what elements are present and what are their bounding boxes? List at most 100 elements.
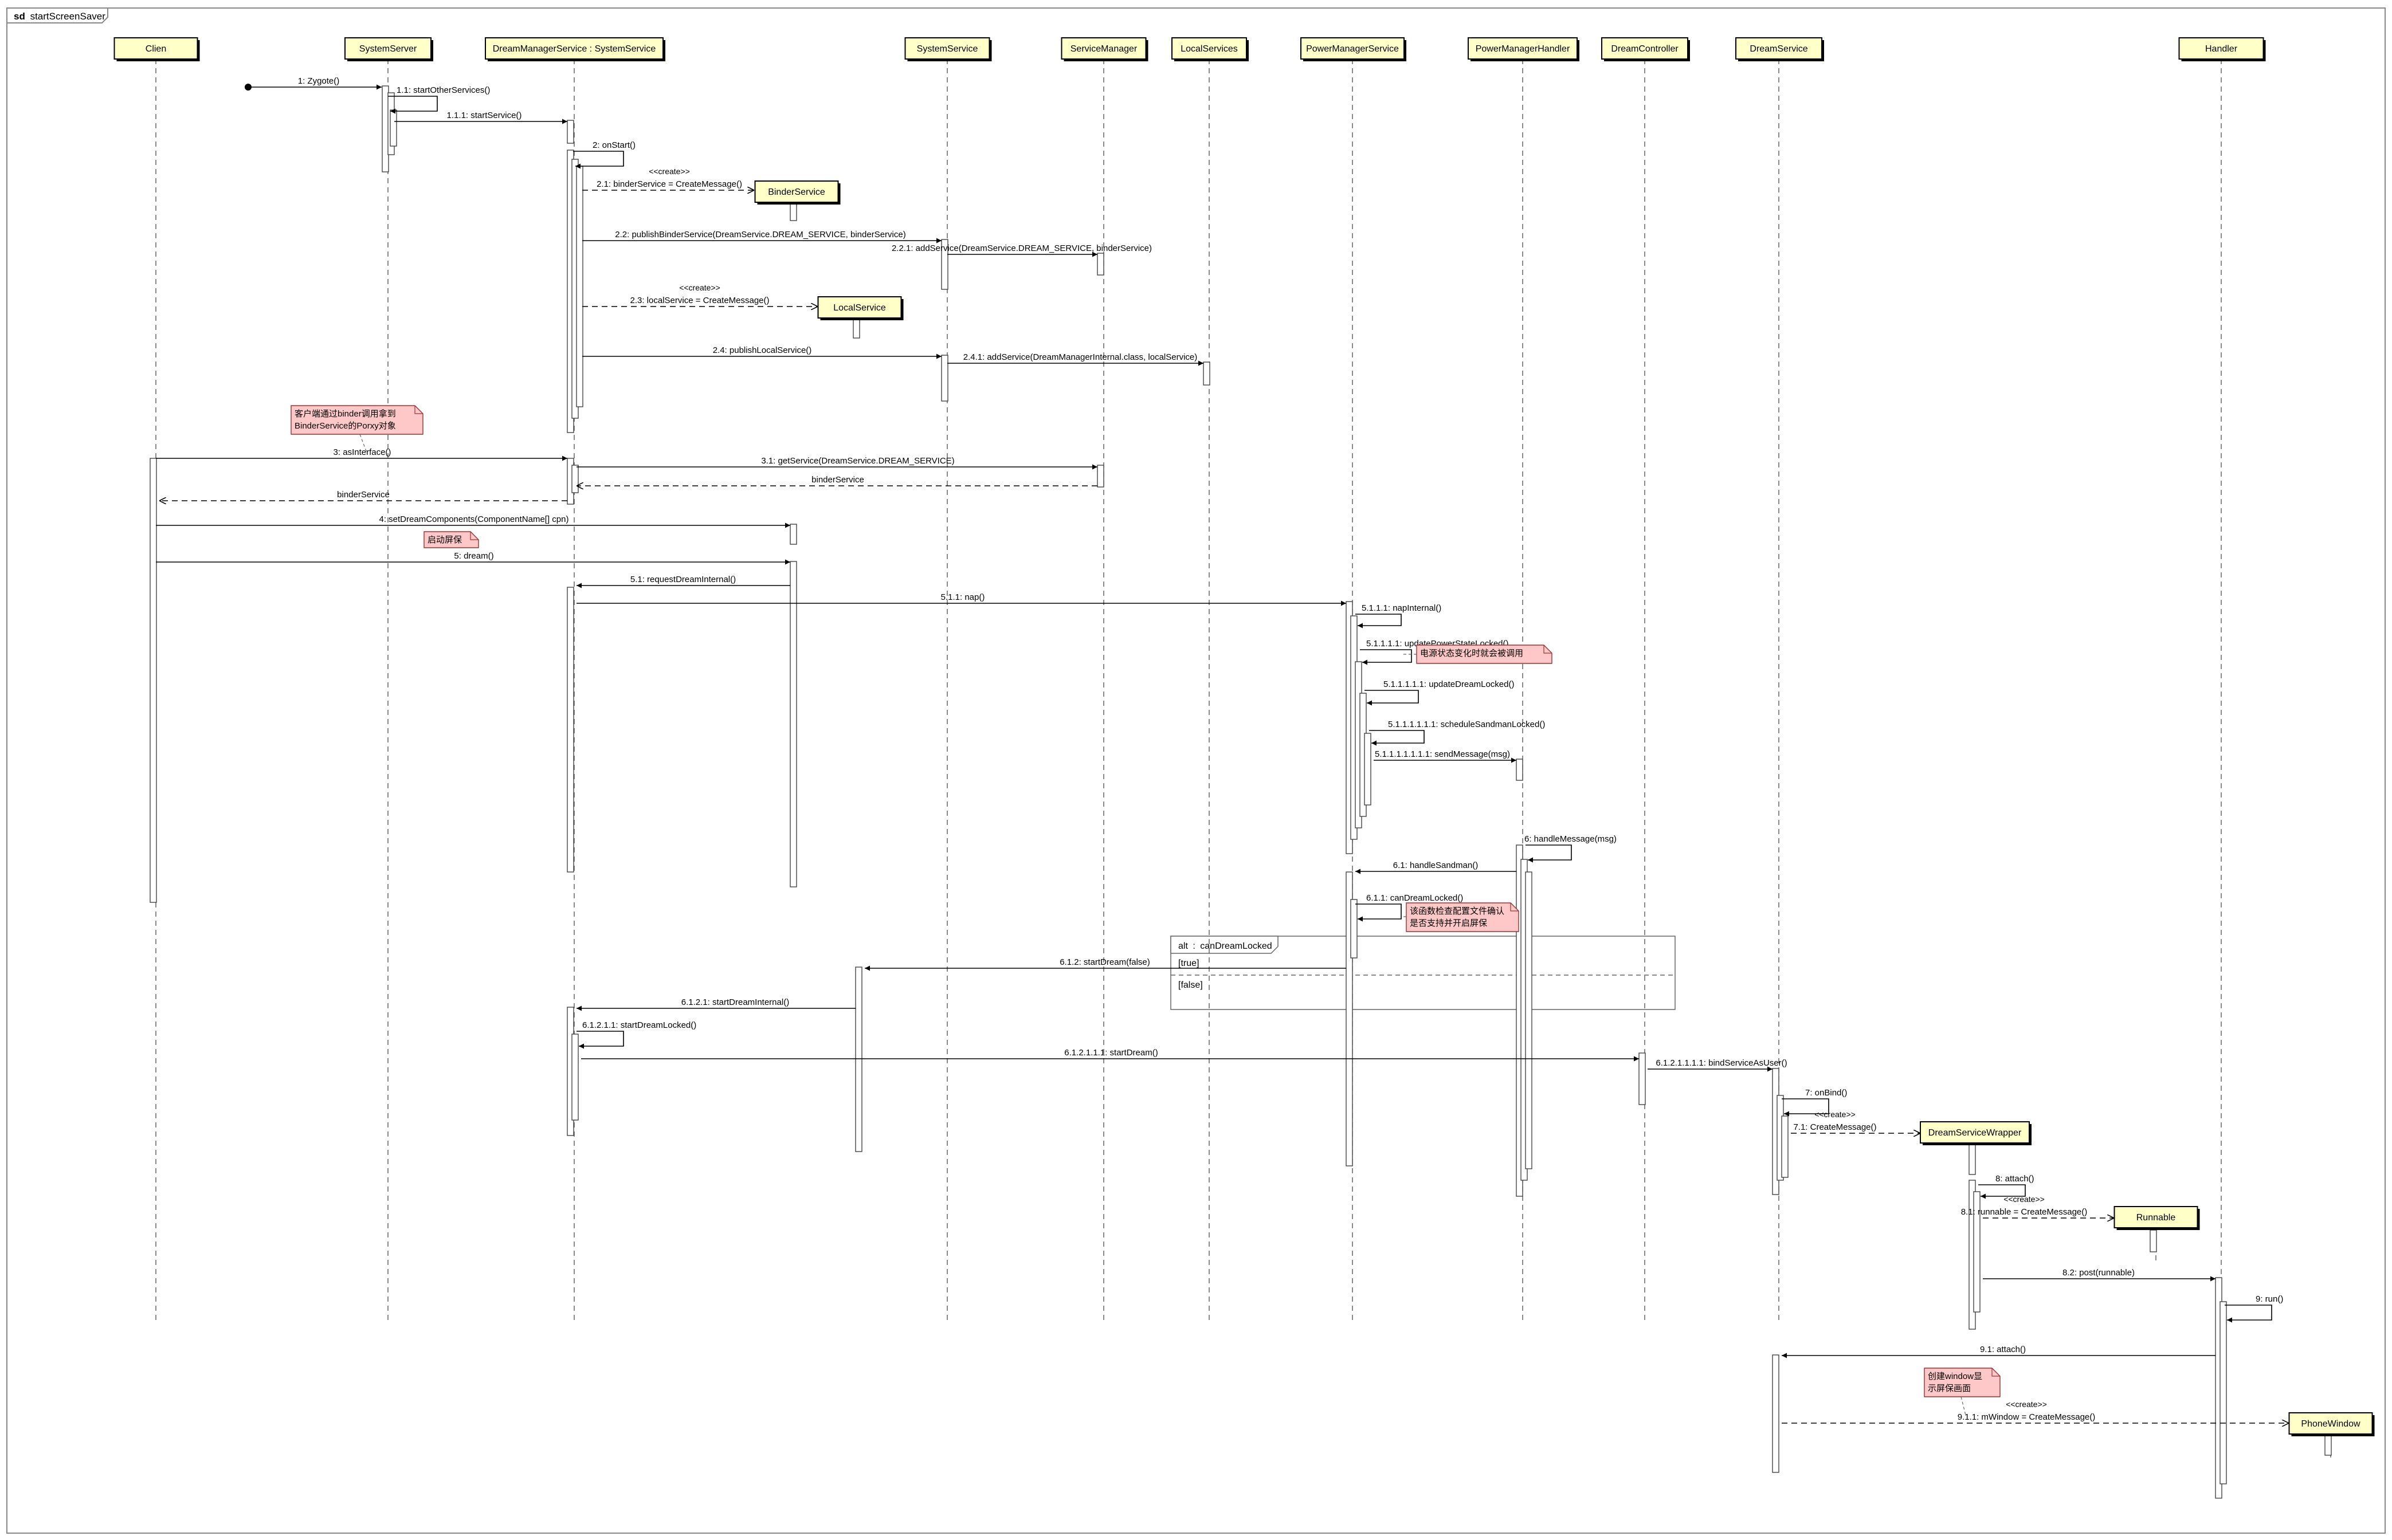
message-line	[1782, 1098, 1829, 1117]
participant-label-dms: DreamManagerService : SystemService	[493, 44, 656, 54]
message-m5_1_1: 5.1.1: nap()	[577, 592, 1346, 606]
message-m2_2: 2.2: publishBinderService(DreamService.D…	[582, 230, 942, 243]
object-phonewindow	[2288, 1412, 2373, 1435]
participant-label-handler: Handler	[2205, 44, 2238, 54]
message-m3_1: 3.1: getService(DreamService.DREAM_SERVI…	[577, 456, 1097, 470]
message-label: 6.1.2.1.1.1: startDream()	[1064, 1048, 1158, 1058]
create-stereotype: <<create>>	[2003, 1195, 2045, 1204]
message-label: 5.1.1: nap()	[941, 592, 985, 602]
participant-pmh	[1468, 37, 1578, 60]
create-stereotype: <<create>>	[649, 167, 690, 176]
participant-servicemanager	[1061, 37, 1147, 60]
participant-label-pmh: PowerManagerHandler	[1476, 44, 1570, 54]
activation-bar	[1969, 1144, 1976, 1175]
note-text: 启动屏保	[428, 535, 462, 545]
frame-title: sd startScreenSaver	[14, 11, 105, 22]
object-label-phonewindow: PhoneWindow	[2301, 1419, 2360, 1429]
note-text: 示屏保画面	[1928, 1384, 1971, 1393]
participant-label-systemservice: SystemService	[917, 44, 978, 54]
object-label-localservice: LocalService	[833, 303, 886, 313]
message-m9_1: 9.1: attach()	[1782, 1345, 2215, 1358]
note-text: 客户端通过binder调用拿到	[295, 408, 396, 419]
message-label: 5.1.1.1.1.1.1.1: sendMessage(msg)	[1375, 749, 1510, 759]
message-m4: 4: setDreamComponents(ComponentName[] cp…	[156, 514, 790, 528]
message-line	[2225, 1305, 2272, 1323]
activation-bar	[571, 1034, 579, 1121]
activation-bar	[853, 317, 860, 339]
participant-dreamcontroller	[1601, 37, 1688, 60]
alt-fragment: alt : canDreamLocked [true] [false]	[1170, 936, 1676, 1010]
message-m2_2_1: 2.2.1: addService(DreamService.DREAM_SER…	[892, 243, 1152, 257]
note-box	[423, 531, 479, 548]
activation-bar	[1097, 465, 1104, 488]
message-label: 1.1.1: startService()	[447, 111, 522, 120]
message-label: 5.1.1.1: napInternal()	[1362, 603, 1441, 613]
note-fold	[1991, 1368, 2000, 1377]
message-label: 6.1.2: startDream(false)	[1060, 957, 1150, 967]
message-line	[577, 1031, 624, 1049]
message-m3: 3: asInterface()	[156, 447, 567, 461]
message-label: 9.1: attach()	[1980, 1345, 2026, 1354]
activation-bar	[150, 458, 157, 903]
activation-bar	[567, 587, 574, 873]
activation-bar	[1350, 899, 1358, 958]
activation-bar	[390, 109, 397, 147]
message-label: 2.4.1: addService(DreamManagerInternal.c…	[963, 352, 1198, 362]
message-label: 8.2: post(runnable)	[2062, 1268, 2135, 1278]
activation-bar	[2220, 1301, 2227, 1484]
message-m8_1: 8.1: runnable = CreateMessage() <<create>…	[1961, 1195, 2114, 1218]
note-text: 电源状态变化时就会被调用	[1420, 649, 1523, 658]
note-text: 创建window显	[1928, 1372, 1982, 1381]
message-label: 9.1.1: mWindow = CreateMessage()	[1958, 1412, 2096, 1422]
message-label: 3.1: getService(DreamService.DREAM_SERVI…	[761, 456, 954, 466]
message-label: 2.1: binderService = CreateMessage()	[597, 179, 742, 189]
participant-systemservice	[904, 37, 990, 60]
note-box	[1924, 1368, 2001, 1397]
note-fold	[414, 406, 423, 414]
message-label: 5.1.1.1.1.1.1: scheduleSandmanLocked()	[1388, 720, 1545, 729]
participant-label-systemserver: SystemServer	[359, 44, 417, 54]
activation-bar	[941, 355, 948, 402]
message-label: 6.1.2.1: startDreamInternal()	[681, 997, 789, 1007]
message-m1_1: 1.1: startOtherServices()	[388, 85, 490, 114]
message-m9: 9: run()	[2225, 1294, 2283, 1323]
message-label: 7.1: CreateMessage()	[1793, 1122, 1876, 1132]
message-label: 8.1: runnable = CreateMessage()	[1961, 1207, 2088, 1217]
message-label: 6.1.2.1.1.1.1: bindServiceAsUser()	[1656, 1058, 1787, 1068]
note-fold	[470, 532, 479, 540]
message-m6_1_2_1_1_1: 6.1.2.1.1.1: startDream()	[581, 1048, 1639, 1062]
participant-pms	[1300, 37, 1405, 60]
message-m5_1_1_1: 5.1.1.1: napInternal()	[1355, 603, 1441, 628]
message-label: 2.3: localService = CreateMessage()	[630, 296, 769, 305]
message-label: 6.1.2.1.1: startDreamLocked()	[582, 1020, 696, 1030]
message-m2_1: 2.1: binderService = CreateMessage() <<cr…	[582, 167, 754, 190]
note-box	[1406, 902, 1519, 932]
message-label: 6.1: handleSandman()	[1393, 861, 1478, 870]
object-binderservice	[754, 180, 839, 203]
note-text: 是否支持并开启屏保	[1410, 918, 1487, 928]
activation-bar	[567, 120, 574, 144]
participant-label-servicemanager: ServiceManager	[1070, 44, 1138, 54]
message-label: binderService	[811, 475, 864, 485]
note-box	[291, 405, 423, 435]
activation-bar	[1097, 253, 1104, 276]
message-m1: 1: Zygote()	[248, 76, 382, 90]
object-label-wrapper: DreamServiceWrapper	[1928, 1128, 2022, 1138]
message-r_binder1: binderService	[577, 475, 1097, 486]
activation-bar	[1346, 871, 1353, 1166]
frame-name: startScreenSaver	[30, 11, 106, 22]
activation-bar	[1516, 759, 1523, 781]
object-runnable	[2113, 1206, 2198, 1228]
activation-bar	[941, 239, 948, 290]
activation-bar	[576, 166, 583, 407]
create-stereotype: <<create>>	[1814, 1110, 1856, 1119]
message-line	[388, 96, 438, 114]
participant-label-localservices: LocalServices	[1181, 44, 1238, 54]
note-n_start: 启动屏保	[423, 531, 479, 548]
note-text: 该函数检查配置文件确认	[1410, 906, 1504, 916]
activation-bar	[1973, 1191, 1981, 1313]
